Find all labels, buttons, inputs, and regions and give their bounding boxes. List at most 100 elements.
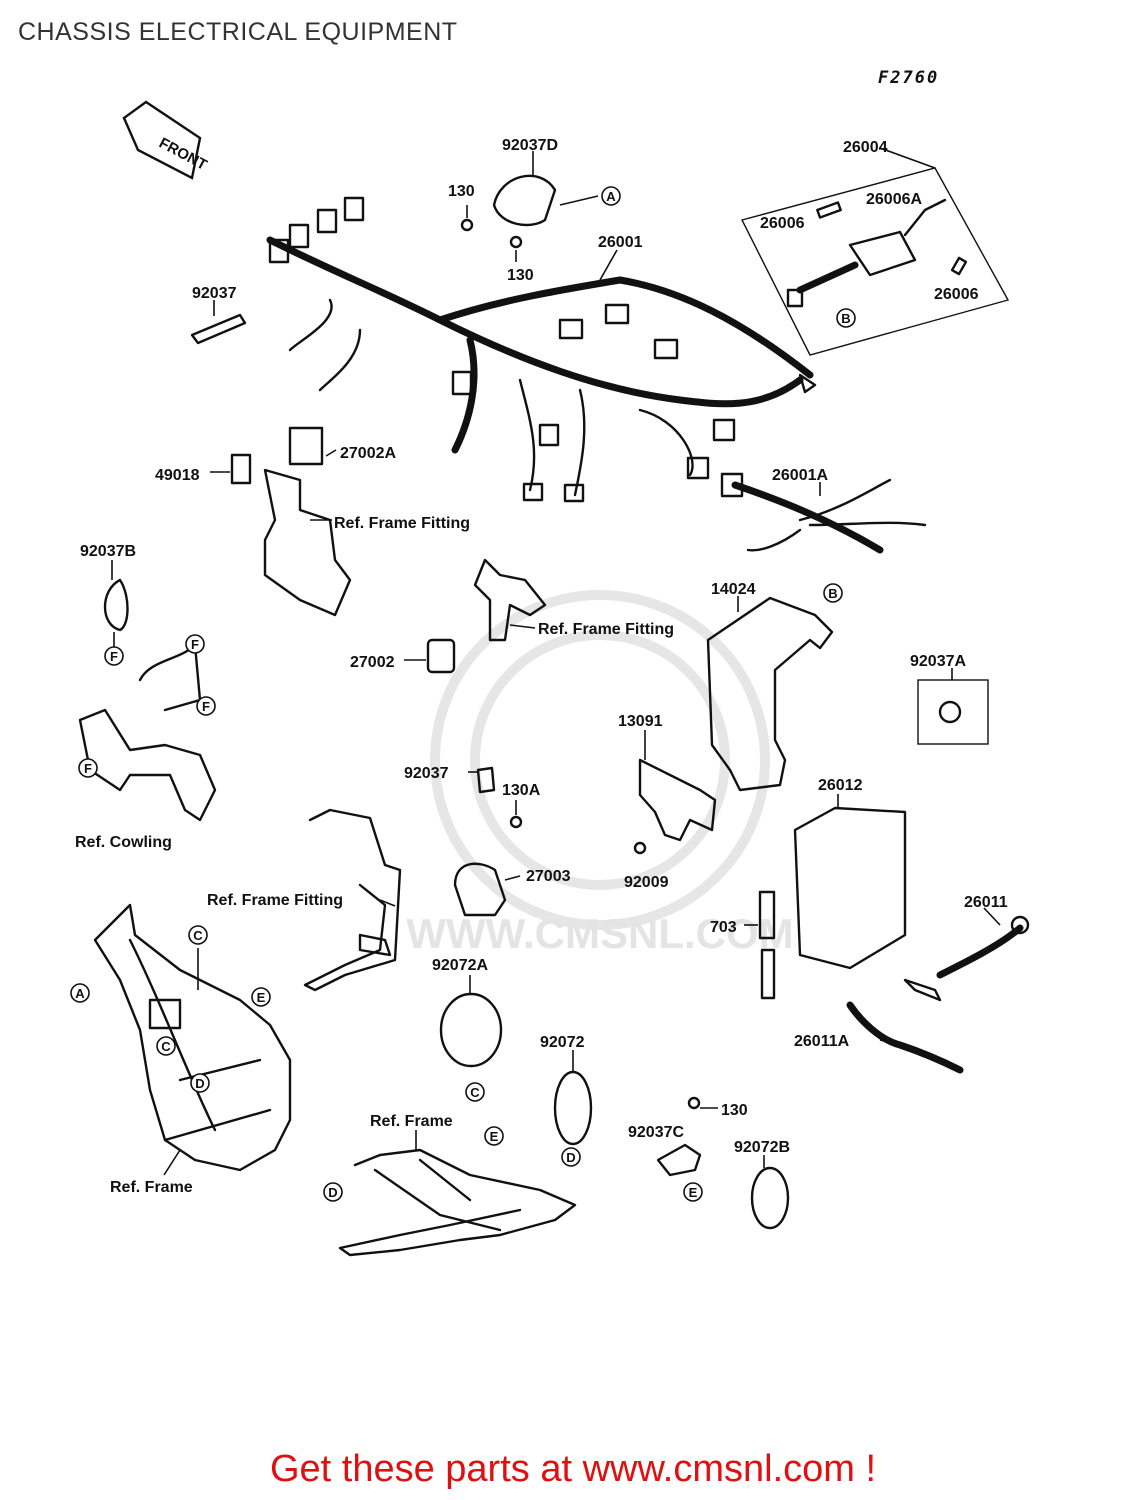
sub-harness-26001A[interactable] xyxy=(720,472,927,554)
svg-text:D: D xyxy=(195,1076,204,1091)
marker-d: D xyxy=(323,1182,343,1202)
bolt-130A[interactable] xyxy=(509,800,523,829)
bolt-130-bottom[interactable] xyxy=(687,1096,718,1110)
label-ref-frame-1: Ref. Frame xyxy=(370,1113,453,1130)
bracket-13091[interactable] xyxy=(638,730,717,842)
label-130A: 130A xyxy=(502,782,541,799)
main-wiring-harness[interactable] xyxy=(266,196,817,503)
label-26012: 26012 xyxy=(818,777,863,794)
page-title: CHASSIS ELECTRICAL EQUIPMENT xyxy=(18,18,458,46)
tube-703[interactable] xyxy=(758,890,776,1000)
figure-code: F2760 xyxy=(878,68,940,88)
label-ref-cowling: Ref. Cowling xyxy=(75,834,172,851)
strap-92072[interactable] xyxy=(553,1070,593,1146)
battery-26012[interactable] xyxy=(793,794,907,970)
relay-27002[interactable] xyxy=(426,638,456,674)
marker-f: F xyxy=(196,696,216,716)
strap-92072A[interactable] xyxy=(439,992,503,1068)
label-26011: 26011 xyxy=(964,894,1008,911)
marker-b: B xyxy=(823,583,843,603)
label-92037C: 92037C xyxy=(628,1124,684,1141)
cowling-bracket[interactable] xyxy=(78,643,217,822)
label-26006-b: 26006 xyxy=(934,286,979,303)
marker-f: F xyxy=(104,646,124,666)
label-92037-top: 92037 xyxy=(192,285,237,302)
svg-text:C: C xyxy=(470,1085,480,1100)
label-13091: 13091 xyxy=(618,713,663,730)
battery-cover-14024[interactable] xyxy=(706,596,834,792)
strap-92072B[interactable] xyxy=(750,1166,790,1230)
label-130-bottom: 130 xyxy=(721,1102,748,1119)
svg-text:E: E xyxy=(257,990,266,1005)
label-27002: 27002 xyxy=(350,654,395,671)
marker-e: E xyxy=(484,1126,504,1146)
label-ref-frame-fitting-3: Ref. Frame Fitting xyxy=(207,892,343,909)
svg-text:D: D xyxy=(328,1185,337,1200)
screw-92009[interactable] xyxy=(633,841,647,855)
marker-c: C xyxy=(188,925,208,945)
regulator-kit-26004[interactable] xyxy=(740,147,1010,356)
label-26004: 26004 xyxy=(843,139,888,156)
marker-a: A xyxy=(70,983,90,1003)
svg-text:B: B xyxy=(841,311,850,326)
frame-fitting-bracket-3[interactable] xyxy=(303,808,402,992)
label-27002A: 27002A xyxy=(340,445,396,462)
strap-92037B[interactable] xyxy=(103,578,129,648)
label-27003: 27003 xyxy=(526,868,571,885)
part-49018[interactable] xyxy=(210,453,252,485)
svg-text:A: A xyxy=(606,189,616,204)
label-92037A: 92037A xyxy=(910,653,966,670)
lower-frame[interactable] xyxy=(338,1148,577,1257)
svg-text:A: A xyxy=(75,986,85,1001)
marker-c: C xyxy=(465,1082,485,1102)
label-92037-mid: 92037 xyxy=(404,765,449,782)
frame-fitting-bracket-2[interactable] xyxy=(473,558,547,642)
label-26006A: 26006A xyxy=(866,191,922,208)
svg-text:F: F xyxy=(191,637,199,652)
band-92037-top[interactable] xyxy=(190,313,247,345)
callout-markers: A B B F F F F C A E C D C D E D E xyxy=(70,186,856,1202)
label-26011A: 26011A xyxy=(794,1033,850,1050)
leader-lines xyxy=(111,151,1001,1176)
svg-text:F: F xyxy=(84,761,92,776)
part-labels: 92037D 26004 130 26006A 26006 26001 130 … xyxy=(75,137,1008,1196)
cable-26011[interactable] xyxy=(903,915,1030,1002)
label-130-mid: 130 xyxy=(507,267,534,284)
starter-relay-27003[interactable] xyxy=(453,862,521,917)
watermark-text: WWW.CMSNL.COM xyxy=(406,910,793,957)
relay-27002A[interactable] xyxy=(288,426,324,466)
parts-diagram: WWW.CMSNL.COM FRONT xyxy=(70,100,1030,1257)
grommet-92037A[interactable] xyxy=(917,679,989,745)
label-92037D: 92037D xyxy=(502,137,558,154)
band-92037-mid[interactable] xyxy=(476,766,496,794)
clamp-92037D[interactable] xyxy=(492,174,599,227)
svg-text:D: D xyxy=(566,1150,575,1165)
marker-f: F xyxy=(78,758,98,778)
footer-link[interactable]: Get these parts at www.cmsnl.com ! xyxy=(269,1448,877,1490)
label-703: 703 xyxy=(710,919,737,936)
clamp-92037C[interactable] xyxy=(656,1143,702,1177)
label-92037B: 92037B xyxy=(80,543,136,560)
svg-text:C: C xyxy=(161,1039,171,1054)
marker-f: F xyxy=(185,634,205,654)
marker-d: E xyxy=(251,987,271,1007)
label-26006-a: 26006 xyxy=(760,215,805,232)
marker-d: D xyxy=(561,1147,581,1167)
label-92009: 92009 xyxy=(624,874,669,891)
label-26001: 26001 xyxy=(598,234,643,251)
svg-text:E: E xyxy=(490,1129,499,1144)
bolt-130-top[interactable] xyxy=(460,205,474,232)
frame-fitting-bracket-1[interactable] xyxy=(263,468,352,617)
marker-c: C xyxy=(156,1036,176,1056)
marker-b: B xyxy=(836,308,856,328)
main-frame[interactable] xyxy=(93,903,292,1172)
cable-26011A[interactable] xyxy=(846,1001,964,1074)
bolt-130-mid[interactable] xyxy=(509,235,523,262)
label-ref-frame-fitting-2: Ref. Frame Fitting xyxy=(538,621,674,638)
label-ref-frame-2: Ref. Frame xyxy=(110,1179,193,1196)
marker-d: D xyxy=(190,1073,210,1093)
label-92072: 92072 xyxy=(540,1034,585,1051)
label-26001A: 26001A xyxy=(772,467,828,484)
label-49018: 49018 xyxy=(155,467,200,484)
front-arrow: FRONT xyxy=(122,100,210,180)
